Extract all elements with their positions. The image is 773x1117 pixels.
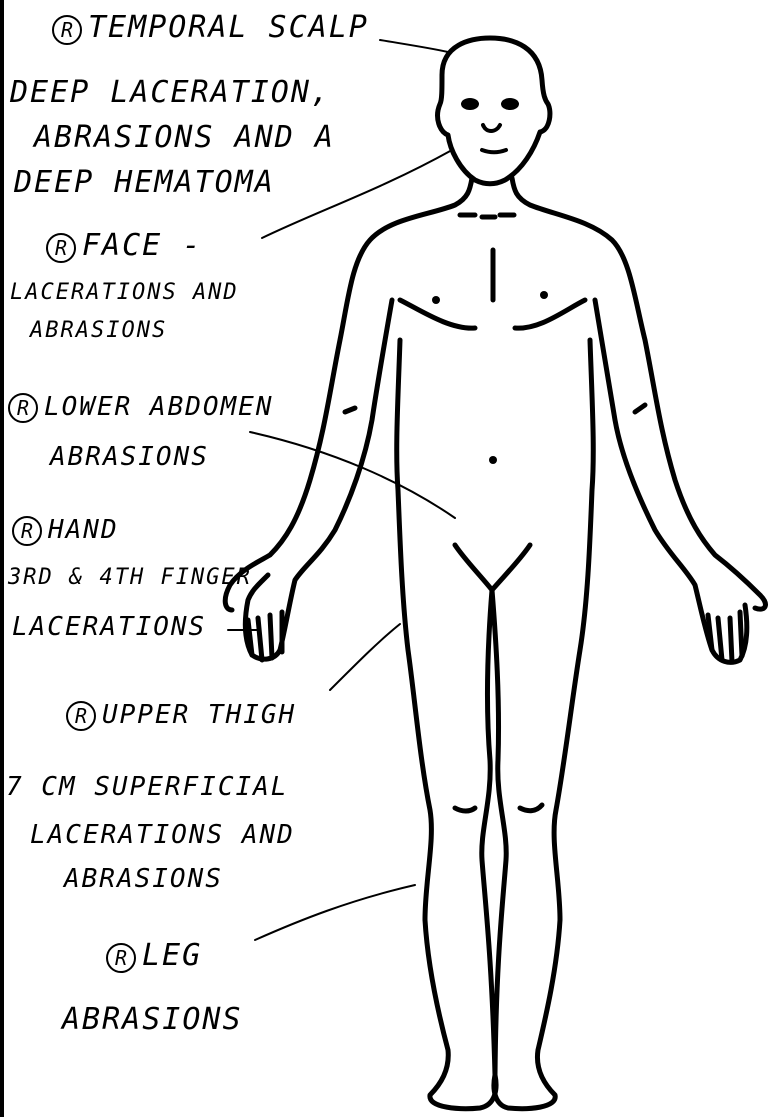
leader-upper-thigh [330,624,400,690]
nose [483,125,500,131]
upper-thigh-line-3: ABRASIONS [64,864,223,894]
leader-lower-abdomen [250,432,455,518]
leader-leg [255,885,415,940]
hand-line-1: 3RD & 4TH FINGER [8,565,252,590]
head-outline [438,38,550,184]
inner-legs [482,590,506,1075]
lower-abdomen-line-1: ABRASIONS [50,442,209,472]
right-side-marker: R [8,393,38,423]
left-leg-outline [397,340,496,1109]
face-line-2: ABRASIONS [30,318,167,343]
face-line-1: LACERATIONS AND [10,280,239,305]
upper-thigh-title-text: UPPER THIGH [102,700,296,730]
upper-thigh-line-2: LACERATIONS AND [30,820,295,850]
groin-line [455,545,530,590]
temporal-scalp-line-1: DEEP LACERATION, [10,75,331,110]
leader-temporal-scalp [380,40,448,52]
hand-title-text: HAND [48,515,119,545]
leg-title-text: LEG [142,938,202,973]
right-side-marker: R [46,233,76,263]
leader-face [262,150,452,238]
temporal-scalp-line-2: ABRASIONS AND A [34,120,335,155]
elbow-marks [345,405,645,412]
right-side-marker: R [66,701,96,731]
right-side-marker: R [106,943,136,973]
right-side-marker: R [52,15,82,45]
temporal-scalp-line-3: DEEP HEMATOMA [14,165,275,200]
left-eye [461,98,479,110]
lower-abdomen-title-text: LOWER ABDOMEN [44,392,274,422]
right-nipple [540,291,548,299]
left-arm-inner [245,300,392,659]
right-eye [501,98,519,110]
leg-line-1: ABRASIONS [62,1002,243,1037]
face-title-text: FACE - [82,228,202,263]
temporal-scalp-title-text: TEMPORAL SCALP [88,10,369,45]
right-arm-inner [595,300,747,662]
hand-line-2: LACERATIONS [12,612,206,642]
right-side-marker: R [12,516,42,546]
left-nipple [432,296,440,304]
upper-thigh-line-1: 7 CM SUPERFICIAL [6,772,288,802]
mouth [482,150,506,152]
chest-lines [400,300,585,328]
navel [489,456,497,464]
right-leg-outline [494,340,593,1109]
collar-mark [460,215,514,217]
torso-outline-right [512,178,765,609]
